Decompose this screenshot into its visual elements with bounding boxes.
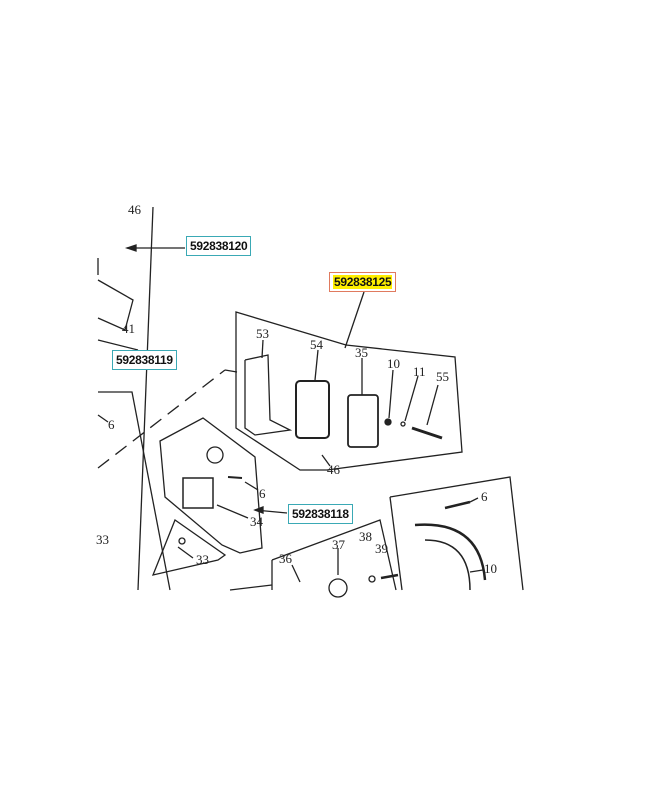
part-number-6-mid: 6 <box>259 486 266 501</box>
part-number-39: 39 <box>375 541 388 556</box>
part-number-37: 37 <box>332 537 345 552</box>
part-number-34: 34 <box>250 514 263 529</box>
part-number-46: 46 <box>327 462 340 477</box>
part-number-11: 11 <box>413 364 426 379</box>
part-number-36: 36 <box>279 551 292 566</box>
part-number-10-a: 10 <box>387 356 400 371</box>
part-number-55: 55 <box>436 369 449 384</box>
part-number-6-left: 6 <box>108 417 115 432</box>
part-number-38: 38 <box>359 529 372 544</box>
part-number-54: 54 <box>310 337 323 352</box>
part-number-35: 35 <box>355 345 368 360</box>
ref-label-592838118[interactable]: 592838118 <box>288 504 353 524</box>
part-number-10-b: 10 <box>484 561 497 576</box>
part-number-33-left: 33 <box>96 532 109 547</box>
part-number-33: 33 <box>196 552 209 567</box>
ref-label-592838125-highlighted[interactable]: 592838125 <box>329 272 397 292</box>
part-number-41: 41 <box>122 321 135 336</box>
part-number-6-right: 6 <box>481 489 488 504</box>
ref-label-592838119[interactable]: 592838119 <box>112 350 177 370</box>
ref-label-592838120[interactable]: 592838120 <box>186 236 252 256</box>
part-number-53: 53 <box>256 326 269 341</box>
part-number-46-top: 46 <box>128 202 141 217</box>
